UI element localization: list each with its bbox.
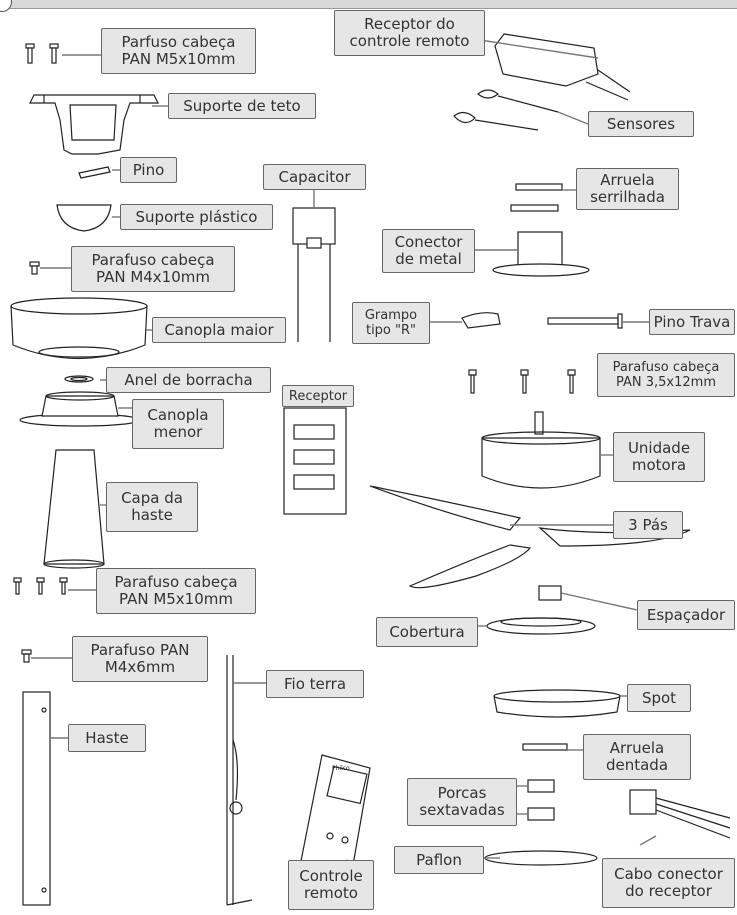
label-ceiling-bracket: Suporte de teto: [168, 93, 316, 119]
rubber-ring: [64, 375, 94, 383]
pin: [78, 166, 111, 179]
label-ground-wire: Fio terra: [266, 670, 364, 698]
label-pin: Pino: [120, 157, 177, 183]
label-spot: Spot: [627, 684, 691, 712]
screws-3-5: [468, 369, 576, 394]
receiver-connector-cable: [629, 789, 731, 839]
screw-m4x6: [21, 649, 32, 663]
spot: [493, 689, 621, 718]
ceiling-bracket: [29, 94, 159, 155]
label-rod: Haste: [68, 724, 146, 752]
ground-wire: [226, 655, 253, 906]
label-spacer: Espaçador: [637, 600, 735, 630]
paflon: [484, 850, 598, 866]
metal-connector: [492, 231, 590, 277]
small-canopy: [19, 391, 141, 427]
label-capacitor: Capacitor: [263, 164, 366, 190]
label-locking-pin: Pino Trava: [649, 309, 735, 335]
r-clip: [461, 312, 501, 329]
label-paflon: Paflon: [394, 846, 484, 874]
label-sensors: Sensores: [588, 111, 694, 137]
spacer: [538, 585, 562, 601]
screw-m4: [29, 261, 40, 275]
label-three-blades: 3 Pás: [613, 511, 683, 539]
sensors: [453, 89, 559, 131]
hex-nuts: [527, 779, 555, 821]
terminal-receptor: [283, 407, 347, 515]
rod-cover: [43, 449, 105, 569]
toothed-washer: [522, 743, 568, 751]
screw-m5-top-2: [49, 43, 59, 64]
screw-m5-top-1: [25, 43, 35, 64]
capacitor: [292, 207, 336, 342]
label-cover: Cobertura: [376, 617, 478, 647]
label-large-canopy: Canopla maior: [152, 317, 286, 343]
locking-pin: [547, 313, 623, 329]
plastic-support: [56, 204, 112, 232]
remote-brand: Philco: [332, 765, 350, 772]
remote-receiver: [494, 33, 631, 101]
label-rubber-ring: Anel de borracha: [106, 367, 271, 393]
label-plastic-support: Suporte plástico: [120, 204, 273, 230]
label-receptor: Receptor: [282, 385, 354, 407]
rod: [22, 691, 51, 906]
serrated-washer: [510, 183, 563, 212]
cover: [486, 617, 596, 635]
large-canopy: [10, 297, 148, 360]
screws-m5-bottom: [13, 577, 68, 595]
motor-unit: [481, 411, 601, 489]
